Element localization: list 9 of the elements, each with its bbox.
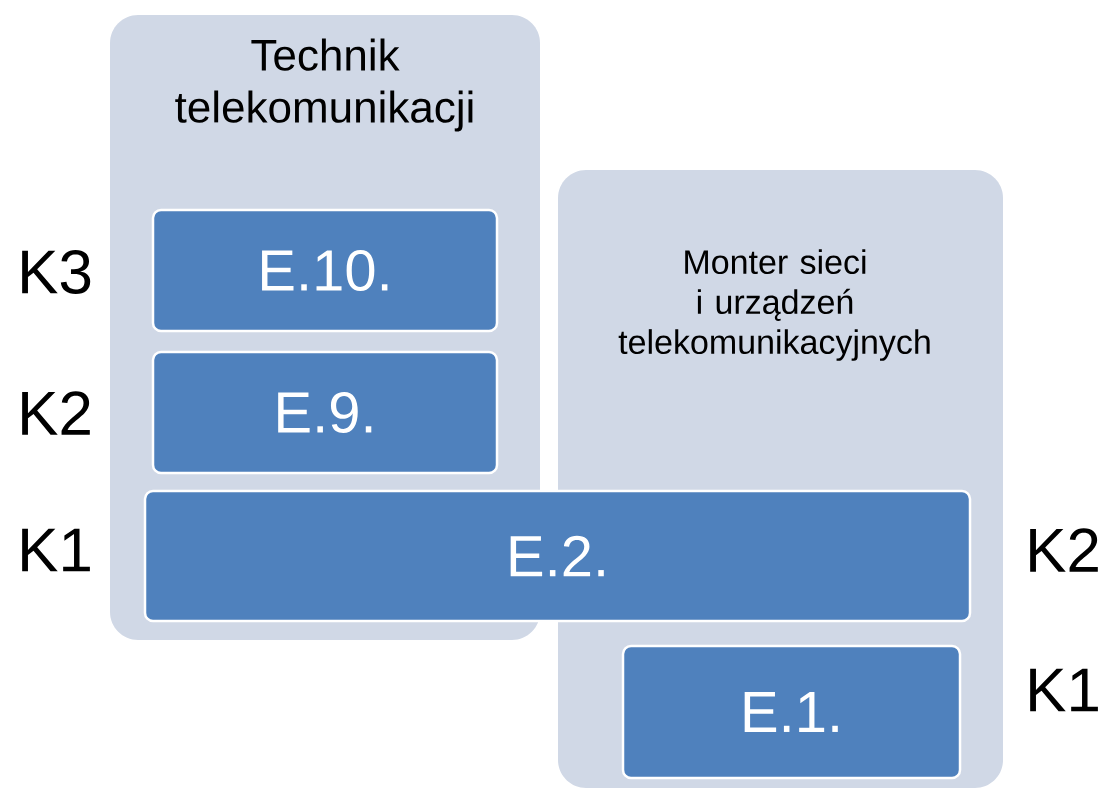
- exam-box: E.10.: [151, 208, 499, 333]
- level-label: K2: [1030, 528, 1098, 572]
- level-label: K3: [22, 250, 91, 294]
- exam-box: E.2.: [143, 489, 972, 623]
- exam-box: E.9.: [151, 350, 499, 475]
- exam-box: E.1.: [621, 644, 962, 780]
- level-label: K1: [22, 528, 90, 572]
- level-label: K2: [22, 391, 90, 435]
- level-label: K1: [1030, 668, 1098, 712]
